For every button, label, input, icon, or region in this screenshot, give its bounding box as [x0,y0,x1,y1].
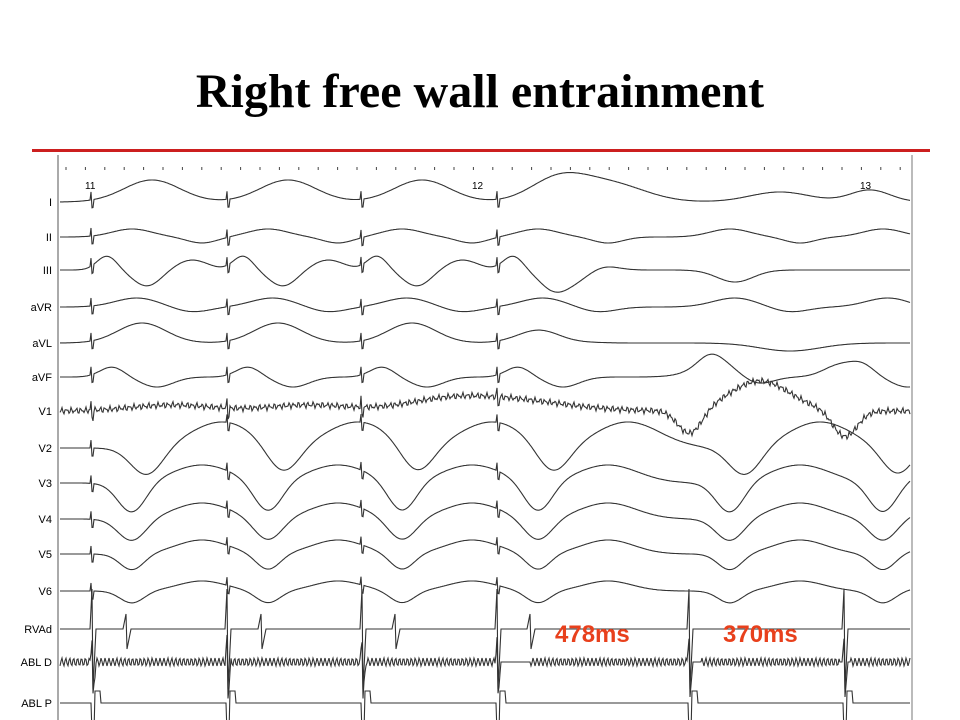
lead-label-v2: V2 [39,443,52,455]
trace-iii [60,255,910,293]
trace-v6 [60,576,911,604]
time-marker-12: 12 [472,181,484,192]
trace-avr [60,297,911,316]
time-ticks [65,167,901,170]
lead-label-rvad: RVAd [24,624,52,636]
trace-v2 [60,414,911,475]
trace-abl-p [60,690,910,720]
interval-label-first: 478ms [555,621,630,648]
lead-label-avr: aVR [31,302,52,314]
lead-label-iii: III [43,265,52,277]
trace-abl-d [59,634,911,699]
slide-title: Right free wall entrainment [195,65,765,118]
lead-label-v6: V6 [39,586,52,598]
lead-label-abl-d: ABL D [21,657,52,669]
time-marker-13: 13 [860,181,872,192]
lead-label-ii: II [46,232,52,244]
trace-v5 [60,536,911,571]
lead-label-i: I [49,197,52,209]
lead-label-avl: aVL [32,338,52,350]
ecg-tracing: 11 12 13 IIIIIIaVRaVLaVFV1V2V3V4V5V6RVAd… [21,155,913,720]
lead-traces [59,172,911,720]
trace-v1 [59,376,911,441]
lead-label-v5: V5 [39,549,52,561]
trace-v4 [60,499,911,541]
lead-label-avf: aVF [32,372,52,384]
lead-label-abl-p: ABL P [21,698,52,710]
trace-ii [60,227,911,247]
trace-avf [60,353,911,388]
trace-i [60,172,911,209]
trace-avl [60,322,910,352]
trace-v3 [60,461,911,513]
lead-label-v3: V3 [39,478,52,490]
lead-label-v4: V4 [39,514,52,526]
interval-label-second: 370ms [723,621,798,648]
trace-rvad [60,588,910,690]
lead-label-v1: V1 [39,406,52,418]
title-underline [32,149,930,152]
time-marker-11: 11 [85,181,96,192]
